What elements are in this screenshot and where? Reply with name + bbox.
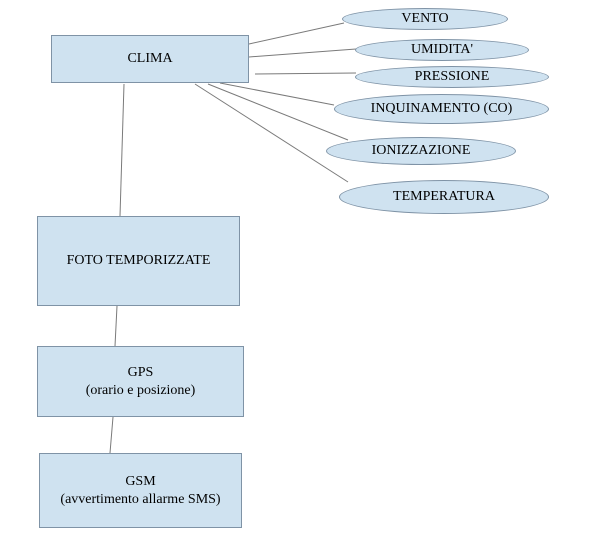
clima-box: CLIMA: [51, 35, 249, 83]
connector-clima-vento: [248, 22, 345, 45]
sensor-umidita-label: UMIDITA': [410, 42, 474, 57]
clima-label: CLIMA: [127, 51, 173, 66]
sensor-vento: VENTO: [342, 8, 508, 30]
sensor-pressione-label: PRESSIONE: [414, 69, 490, 84]
sensor-ionizzazione: IONIZZAZIONE: [326, 137, 516, 165]
gps-box: GPS (orario e posizione): [37, 346, 244, 417]
connector-gps-gsm: [109, 416, 114, 454]
connector-clima-foto: [119, 83, 125, 217]
connector-clima-pressione: [254, 72, 357, 75]
sensor-inquinamento-label: INQUINAMENTO (CO): [370, 101, 513, 116]
sensor-umidita: UMIDITA': [355, 39, 529, 61]
gsm-label: GSM: [125, 473, 156, 489]
sensor-temperatura-label: TEMPERATURA: [393, 189, 495, 204]
sensor-temperatura: TEMPERATURA: [339, 180, 549, 214]
sensor-ionizzazione-label: IONIZZAZIONE: [371, 143, 471, 158]
connector-clima-ionizzazione: [207, 83, 349, 141]
sensor-pressione: PRESSIONE: [355, 66, 549, 88]
connector-foto-gps: [114, 305, 118, 347]
sensor-inquinamento: INQUINAMENTO (CO): [334, 94, 549, 124]
sensor-vento-label: VENTO: [401, 11, 449, 26]
gps-label: GPS: [127, 364, 154, 380]
gsm-sublabel: (avvertimento allarme SMS): [60, 491, 221, 507]
foto-temporizzate-box: FOTO TEMPORIZZATE: [37, 216, 240, 306]
gps-sublabel: (orario e posizione): [85, 382, 196, 398]
connector-clima-temperatura: [194, 83, 349, 183]
gsm-box: GSM (avvertimento allarme SMS): [39, 453, 242, 528]
connector-clima-inquinamento: [219, 82, 335, 106]
foto-temporizzate-label: FOTO TEMPORIZZATE: [66, 253, 211, 268]
connector-clima-umidita: [248, 48, 357, 58]
